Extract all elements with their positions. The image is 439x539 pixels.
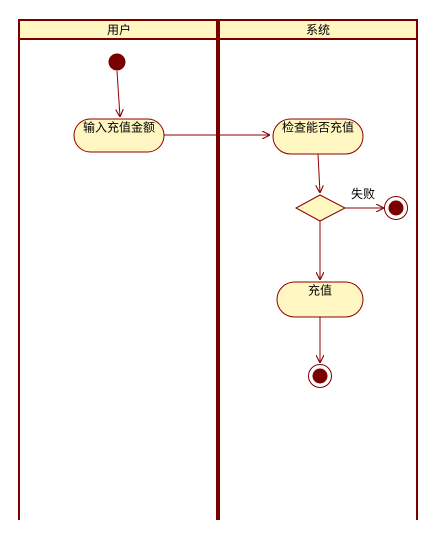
start-node [108,53,126,71]
fail-end-node-core [388,200,404,216]
activity-recharge-label: 充值 [308,283,332,298]
decision-node [294,194,347,222]
end-node-core [312,368,328,384]
flow-check-to-decision [318,153,320,193]
guard-fail-label: 失败 [351,186,375,201]
lane-title-user: 用户 [107,22,131,37]
activity-enter-amount-label: 输入充值金额 [83,120,155,135]
flow-start-to-enter-amount [117,70,120,117]
activity-check-recharge-label: 检查能否充值 [282,120,354,135]
lane-title-system: 系统 [306,23,330,37]
